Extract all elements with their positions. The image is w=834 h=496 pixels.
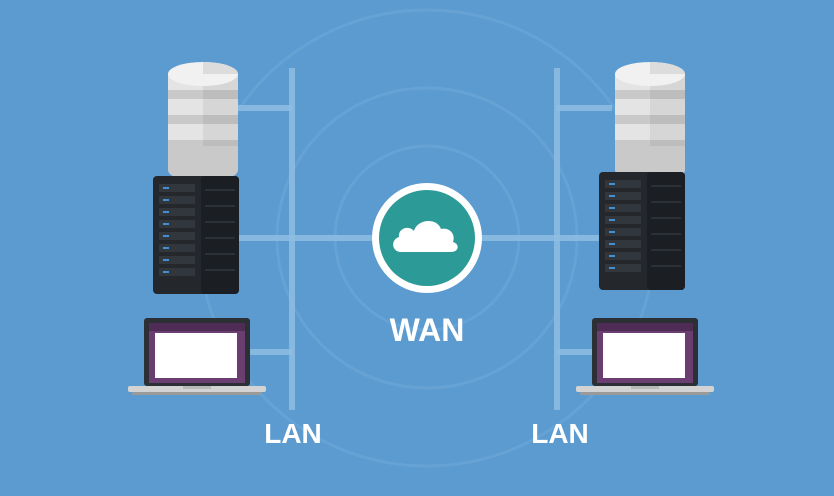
right-server-rack-icon bbox=[598, 171, 686, 291]
wan-label: WAN bbox=[389, 312, 465, 348]
left-server-rack-icon bbox=[152, 175, 240, 295]
lan-left-label: LAN bbox=[264, 418, 322, 449]
right-database-icon bbox=[615, 62, 685, 182]
lan-right-label: LAN bbox=[531, 418, 589, 449]
left-database-icon bbox=[168, 62, 238, 182]
left-laptop-icon bbox=[128, 318, 266, 395]
wan-cloud-node bbox=[372, 183, 482, 293]
cloud-icon bbox=[393, 220, 458, 252]
right-laptop-icon bbox=[576, 318, 714, 395]
